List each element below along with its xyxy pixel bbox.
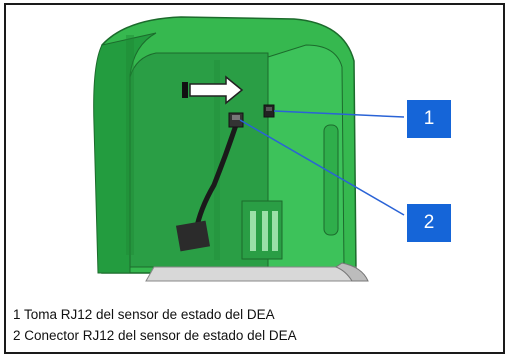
aed-cabinet-illustration bbox=[93, 16, 405, 282]
rj12-socket-icon bbox=[263, 104, 275, 118]
caption-2: 2 Conector RJ12 del sensor de estado del… bbox=[13, 328, 297, 343]
leader-line-1 bbox=[273, 110, 405, 118]
rj12-connector-icon bbox=[228, 112, 244, 128]
white-arrow-icon bbox=[182, 75, 244, 105]
figure-frame: 1 2 1 Toma RJ12 del sensor de estado del… bbox=[4, 3, 505, 354]
leader-line-2 bbox=[239, 119, 405, 216]
callout-1: 1 bbox=[407, 100, 451, 138]
callout-2: 2 bbox=[407, 204, 451, 242]
caption-1: 1 Toma RJ12 del sensor de estado del DEA bbox=[13, 307, 275, 322]
